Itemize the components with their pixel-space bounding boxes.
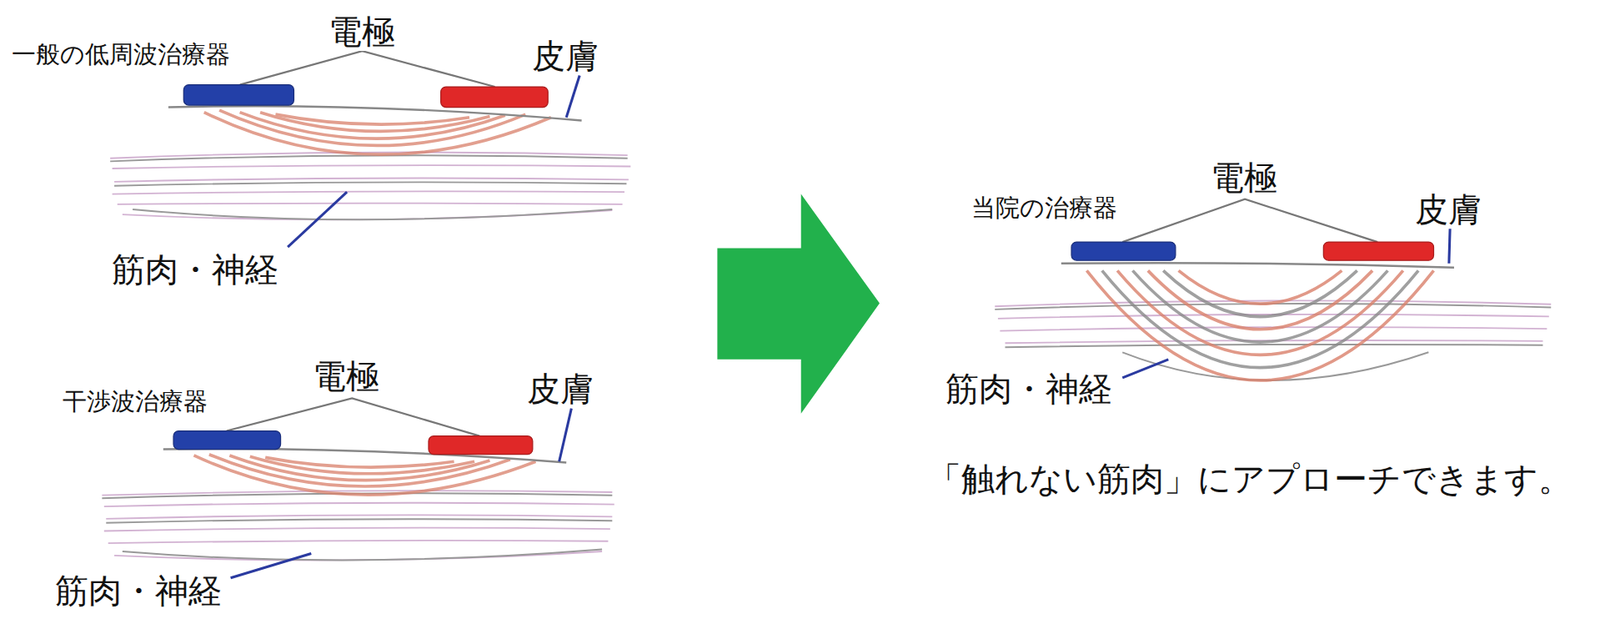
current-paths (194, 454, 537, 495)
muscle-layer (994, 300, 1551, 343)
electrode-label: 電極 (1208, 158, 1279, 197)
arrow (717, 194, 880, 414)
panel-interference (101, 397, 614, 577)
electrode-blue (183, 85, 294, 106)
muscle-outline (101, 492, 612, 560)
electrode-red (1323, 241, 1434, 261)
electrode-label: 電極 (310, 356, 382, 396)
leader-line (230, 552, 312, 577)
electrode-red (428, 436, 533, 455)
leader-line (287, 191, 347, 247)
muscle-label: 筋肉・神経 (110, 250, 281, 289)
panel-general (110, 50, 631, 247)
muscle-outline (110, 155, 627, 220)
device-label: 当院の治療器 (969, 194, 1119, 222)
leader-line (1449, 228, 1450, 264)
muscle-layer (101, 490, 614, 560)
electrode-red (441, 86, 549, 107)
wire (240, 50, 496, 87)
electrode-blue (1071, 241, 1176, 261)
electrode-blue (173, 431, 281, 450)
device-label: 一般の低周波治療器 (10, 40, 232, 69)
skin-label: 皮膚 (525, 369, 596, 408)
muscle-label: 筋肉・神経 (943, 369, 1114, 408)
skin-label: 皮膚 (530, 36, 601, 76)
muscle-layer (110, 152, 631, 221)
leader-line (1122, 359, 1169, 378)
electrode-label: 電極 (326, 12, 397, 51)
wire (1122, 199, 1378, 242)
current-paths (1086, 270, 1434, 381)
skin-line (1061, 262, 1455, 268)
leader-line (559, 408, 572, 462)
wire (226, 397, 481, 436)
skin-label: 皮膚 (1413, 190, 1484, 229)
muscle-label: 筋肉・神経 (53, 571, 224, 610)
skin-line (168, 105, 582, 121)
caption: 「触れない筋肉」にアプローチできます。 (926, 459, 1574, 498)
leader-line (566, 75, 580, 118)
device-label: 干渉波治療器 (60, 387, 210, 416)
current-paths (204, 110, 552, 155)
